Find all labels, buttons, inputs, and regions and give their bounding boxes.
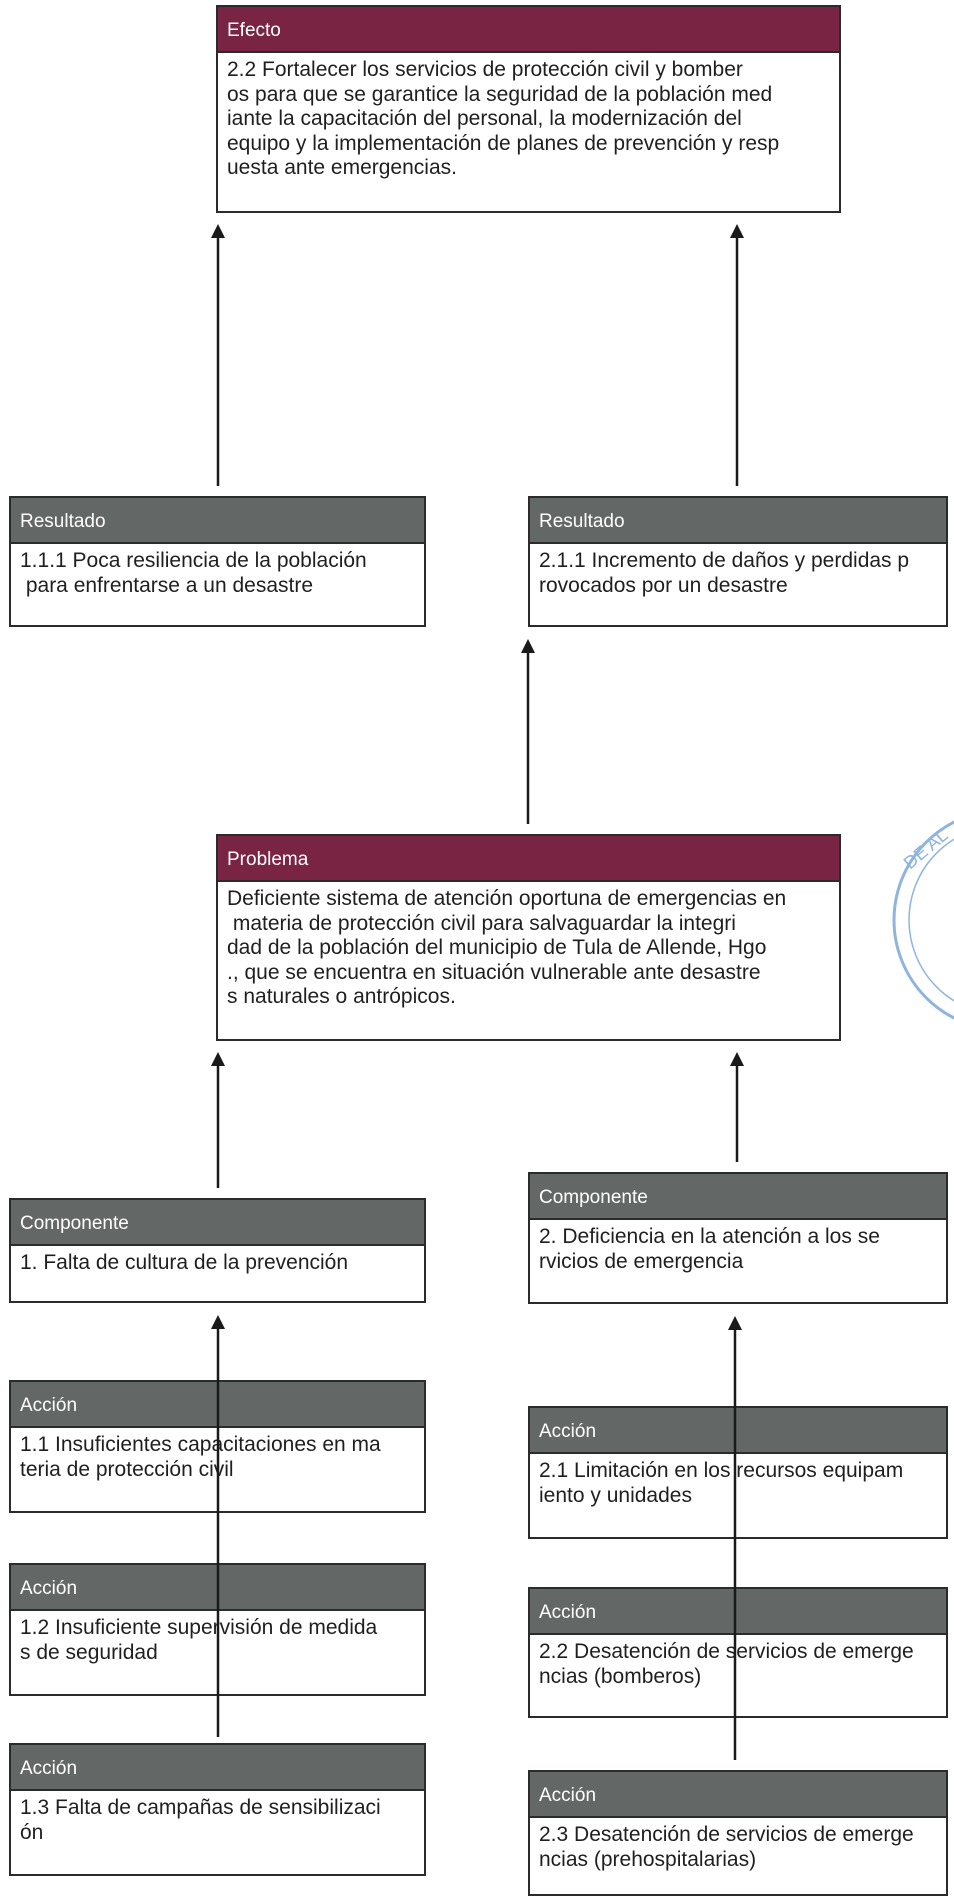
- accion-box-2-2: Acción 2.2 Desatención de servicios de e…: [528, 1587, 948, 1718]
- resultado-header-right: Resultado: [530, 498, 946, 544]
- accion-header-2-2: Acción: [530, 1589, 946, 1635]
- arrowhead-efecto-right: [730, 224, 744, 238]
- efecto-text: 2.2 Fortalecer los servicios de protecci…: [227, 58, 780, 179]
- arrowhead-resultado-right: [521, 639, 535, 653]
- accion-text-2-1: 2.1 Limitación en los recursos equipam i…: [539, 1459, 904, 1507]
- accion-header-1-3: Acción: [11, 1745, 424, 1791]
- componente-box-left: Componente 1. Falta de cultura de la pre…: [9, 1198, 426, 1303]
- accion-text-1-1: 1.1 Insuficientes capacitaciones en ma t…: [20, 1433, 381, 1481]
- accion-text-2-3: 2.3 Desatención de servicios de emerge n…: [539, 1823, 914, 1871]
- arrowhead-efecto-left: [211, 224, 225, 238]
- resultado-box-left: Resultado 1.1.1 Poca resiliencia de la p…: [9, 496, 426, 627]
- arrowhead-componente-left: [211, 1315, 225, 1329]
- resultado-box-right: Resultado 2.1.1 Incremento de daños y pe…: [528, 496, 948, 627]
- arrowhead-problema-right: [730, 1052, 744, 1066]
- arrowhead-componente-right: [728, 1316, 742, 1330]
- componente-header-right: Componente: [530, 1174, 946, 1220]
- problema-box: Problema Deficiente sistema de atención …: [216, 834, 841, 1041]
- arrowhead-problema-left: [211, 1052, 225, 1066]
- problema-text: Deficiente sistema de atención oportuna …: [227, 887, 787, 1008]
- componente-text-right: 2. Deficiencia en la atención a los se r…: [539, 1225, 880, 1273]
- componente-header-left: Componente: [11, 1200, 424, 1246]
- accion-text-1-3: 1.3 Falta de campañas de sensibilizaci ó…: [20, 1796, 381, 1844]
- stamp-seal-icon: DE AL: [892, 820, 954, 1020]
- accion-header-2-3: Acción: [530, 1772, 946, 1818]
- accion-text-1-2: 1.2 Insuficiente supervisión de medida s…: [20, 1616, 378, 1664]
- accion-text-2-2: 2.2 Desatención de servicios de emerge n…: [539, 1640, 914, 1688]
- resultado-text-right: 2.1.1 Incremento de daños y perdidas p r…: [539, 549, 910, 597]
- accion-header-2-1: Acción: [530, 1408, 946, 1454]
- accion-box-2-1: Acción 2.1 Limitación en los recursos eq…: [528, 1406, 948, 1539]
- resultado-text-left: 1.1.1 Poca resiliencia de la población p…: [20, 549, 367, 597]
- accion-box-1-3: Acción 1.3 Falta de campañas de sensibil…: [9, 1743, 426, 1876]
- resultado-header-left: Resultado: [11, 498, 424, 544]
- efecto-box: Efecto 2.2 Fortalecer los servicios de p…: [216, 5, 841, 213]
- componente-text-left: 1. Falta de cultura de la prevención: [20, 1251, 349, 1274]
- componente-box-right: Componente 2. Deficiencia en la atención…: [528, 1172, 948, 1304]
- problema-header: Problema: [218, 836, 839, 882]
- efecto-header: Efecto: [218, 7, 839, 53]
- accion-box-2-3: Acción 2.3 Desatención de servicios de e…: [528, 1770, 948, 1896]
